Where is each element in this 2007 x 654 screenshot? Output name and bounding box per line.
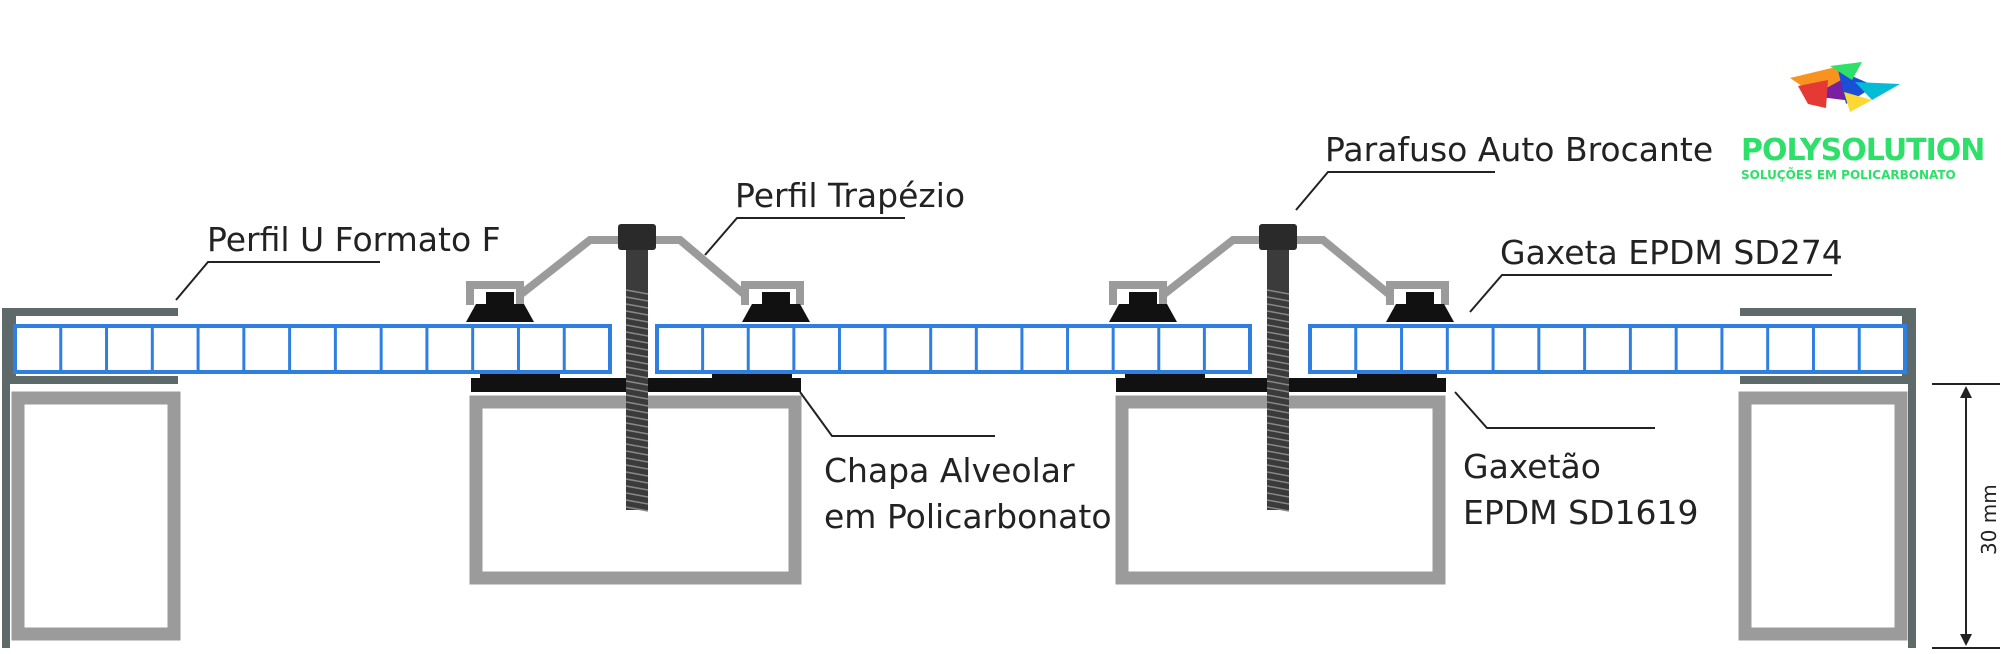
screw-thread xyxy=(1266,429,1290,435)
screw-thread xyxy=(1266,478,1290,484)
screw-thread xyxy=(1266,373,1290,379)
screw-thread xyxy=(625,415,649,421)
screw-thread xyxy=(1266,443,1290,449)
leader-chapa xyxy=(799,391,995,437)
screw-thread xyxy=(625,464,649,470)
screw-thread xyxy=(1266,310,1290,316)
screw-thread xyxy=(1266,331,1290,337)
screw-thread xyxy=(1266,415,1290,421)
screw-thread xyxy=(1266,436,1290,442)
screw-thread xyxy=(1266,352,1290,358)
screw-thread xyxy=(625,338,649,344)
screw-thread xyxy=(625,436,649,442)
screw-thread xyxy=(625,422,649,428)
screw-thread xyxy=(625,324,649,330)
screw-thread xyxy=(1266,492,1290,498)
polycarbonate-panels xyxy=(13,324,1907,374)
screw-thread xyxy=(625,499,649,505)
screw-thread xyxy=(1266,485,1290,491)
self-drilling-screw-1 xyxy=(618,224,656,512)
screw-thread xyxy=(1266,457,1290,463)
screw-thread xyxy=(1266,499,1290,505)
screw-thread xyxy=(625,429,649,435)
dimension-label: 30 mm xyxy=(1977,484,2001,555)
leader-perfil-trapezio xyxy=(704,217,905,256)
screw-thread xyxy=(625,450,649,456)
screw-thread xyxy=(625,296,649,302)
left-u-profile xyxy=(2,308,178,648)
screw-thread xyxy=(1266,303,1290,309)
screw-thread xyxy=(625,366,649,372)
screw-thread xyxy=(1266,506,1290,512)
label-perfil-u: Perfil U Formato F xyxy=(207,220,501,259)
screw-thread xyxy=(625,289,649,295)
screw-thread xyxy=(1266,464,1290,470)
dimension-marker: 30 mm xyxy=(1932,383,2001,649)
screw-thread xyxy=(625,457,649,463)
screw-thread xyxy=(625,478,649,484)
polycarbonate-panel xyxy=(1308,324,1907,374)
polycarbonate-panel xyxy=(13,324,612,374)
screw-thread xyxy=(625,380,649,386)
screw-thread xyxy=(625,331,649,337)
screw-thread xyxy=(625,317,649,323)
screw-thread xyxy=(1266,359,1290,365)
screw-thread xyxy=(1266,317,1290,323)
polycarbonate-panel xyxy=(655,324,1252,374)
self-drilling-screw-2 xyxy=(1259,224,1297,512)
screw-thread xyxy=(625,485,649,491)
screw-thread xyxy=(1266,324,1290,330)
polysolution-bird-logo-icon xyxy=(1790,62,1900,112)
screw-thread xyxy=(1266,408,1290,414)
top-gasket-group xyxy=(466,292,1454,322)
screw-thread xyxy=(1266,471,1290,477)
screw-thread xyxy=(625,401,649,407)
screw-thread xyxy=(625,408,649,414)
screw-thread xyxy=(625,443,649,449)
screw-thread xyxy=(625,492,649,498)
label-parafuso: Parafuso Auto Brocante xyxy=(1325,130,1713,169)
screw-thread xyxy=(625,506,649,512)
logo-tagline: SOLUÇÕES EM POLICARBONATO xyxy=(1741,167,1956,182)
screw-thread xyxy=(625,387,649,393)
screw-thread xyxy=(1266,450,1290,456)
screw-thread xyxy=(625,394,649,400)
polysolution-logo: POLYSOLUTION SOLUÇÕES EM POLICARBONATO xyxy=(1741,62,1985,182)
leader-gaxetao xyxy=(1454,391,1655,429)
leader-perfil-u xyxy=(175,261,380,301)
screw-thread xyxy=(1266,422,1290,428)
screw-thread xyxy=(1266,394,1290,400)
label-gaxeta: Gaxeta EPDM SD274 xyxy=(1500,233,1843,272)
screw-thread xyxy=(625,345,649,351)
label-chapa-line2: em Policarbonato xyxy=(824,497,1112,536)
screw-thread xyxy=(1266,345,1290,351)
logo-name: POLYSOLUTION xyxy=(1741,133,1984,168)
label-gaxetao-line1: Gaxetão xyxy=(1463,447,1601,486)
leader-gaxeta xyxy=(1469,274,1832,313)
left-support-tube xyxy=(11,391,181,641)
screw-thread xyxy=(1266,401,1290,407)
screw-thread xyxy=(1266,289,1290,295)
screw-thread xyxy=(1266,366,1290,372)
screw-thread xyxy=(1266,380,1290,386)
screw-thread xyxy=(625,303,649,309)
screw-thread xyxy=(1266,387,1290,393)
label-chapa-line1: Chapa Alveolar xyxy=(824,451,1075,490)
screw-thread xyxy=(625,310,649,316)
right-support-tube xyxy=(1738,391,1908,641)
screw-thread xyxy=(625,352,649,358)
label-gaxetao-line2: EPDM SD1619 xyxy=(1463,493,1698,532)
screw-thread xyxy=(1266,296,1290,302)
label-perfil-trapezio: Perfil Trapézio xyxy=(735,176,965,215)
screw-thread xyxy=(625,359,649,365)
screw-thread xyxy=(1266,338,1290,344)
screw-thread xyxy=(625,373,649,379)
leader-parafuso xyxy=(1295,171,1495,211)
screw-thread xyxy=(625,471,649,477)
